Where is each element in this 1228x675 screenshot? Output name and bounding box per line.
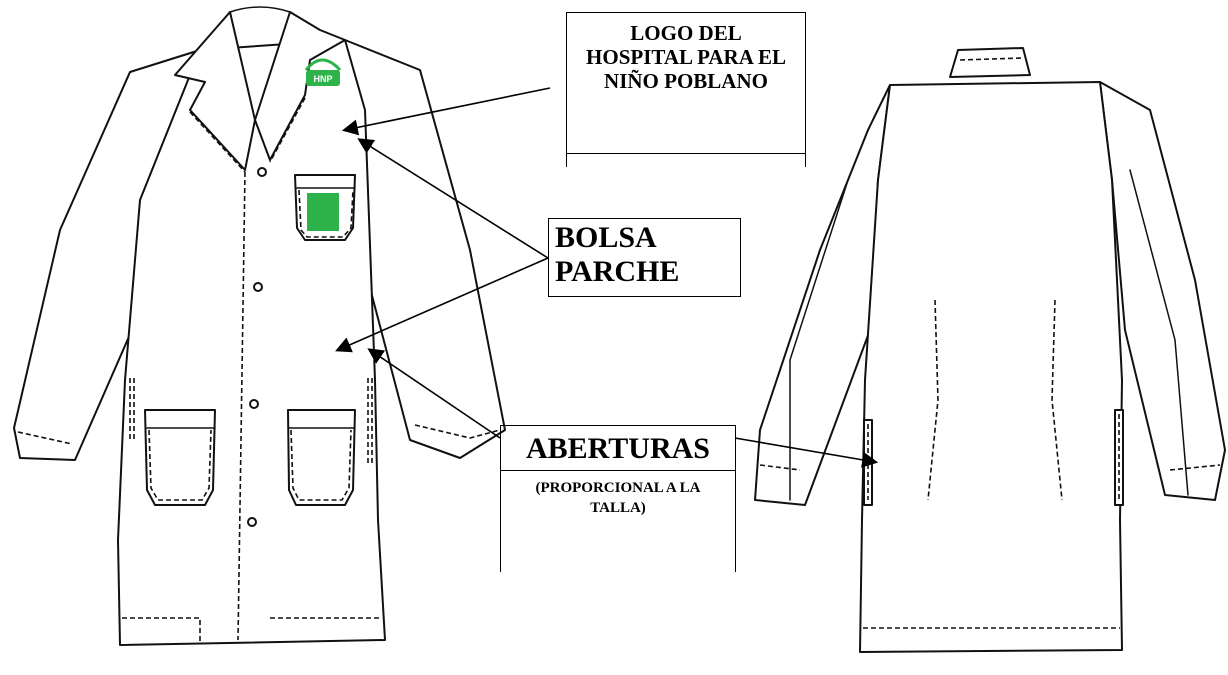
pocket-arrow-lower [335,257,549,353]
front-left-lower-pocket-stitch [148,429,212,501]
pocket-arrow-chest [357,138,549,259]
pocket-callout-box: BOLSA PARCHE [548,218,741,297]
openings-callout-box: ABERTURAS (PROPORCIONAL A LA TALLA) [500,425,736,572]
front-right-side-slit [367,378,373,465]
front-chest-pocket-fill [307,193,339,231]
openings-arrow-front [367,348,501,439]
pocket-callout-label: BOLSA PARCHE [555,221,680,288]
back-right-cuff-stitch [1169,464,1221,471]
back-collar-stitch [959,57,1024,61]
front-button-1 [257,167,267,177]
front-button-4 [247,517,257,527]
back-left-dart [927,299,939,501]
front-right-lower-pocket-stitch [290,429,352,501]
openings-callout-note: (PROPORCIONAL A LA TALLA) [535,480,701,516]
back-left-cuff-stitch [759,464,801,471]
front-left-lower-pocket [144,409,216,506]
front-left-cuff-stitch [17,431,73,445]
back-left-sleeve-seam [789,179,849,501]
back-body [859,81,1123,653]
front-placket-stitch [237,171,246,641]
front-lapel-stitch [189,97,306,173]
front-button-3 [249,399,259,409]
coat-back-view [754,47,1226,653]
openings-arrow-back [734,437,879,468]
front-right-lower-pocket [287,409,356,506]
logo-callout-label: LOGO DEL HOSPITAL PARA EL NIÑO POBLANO [586,21,786,93]
back-right-sleeve-seam [1129,169,1189,496]
hospital-logo-text: HNP [313,74,332,84]
back-right-dart [1051,299,1063,501]
front-chest-pocket-stitch [298,189,354,238]
front-left-side-slit [129,378,135,440]
back-collar [949,47,1031,78]
front-hem-stitch [122,617,382,642]
logo-callout-box: LOGO DEL HOSPITAL PARA EL NIÑO POBLANO [566,12,806,167]
front-collar-back [229,6,291,13]
logo-arrow [341,87,551,136]
openings-callout-label: ABERTURAS [526,432,710,465]
coat-front-view: HNP [13,6,506,646]
front-button-2 [253,282,263,292]
front-right-cuff-stitch [414,424,501,439]
hospital-logo-icon: HNP [304,58,342,86]
